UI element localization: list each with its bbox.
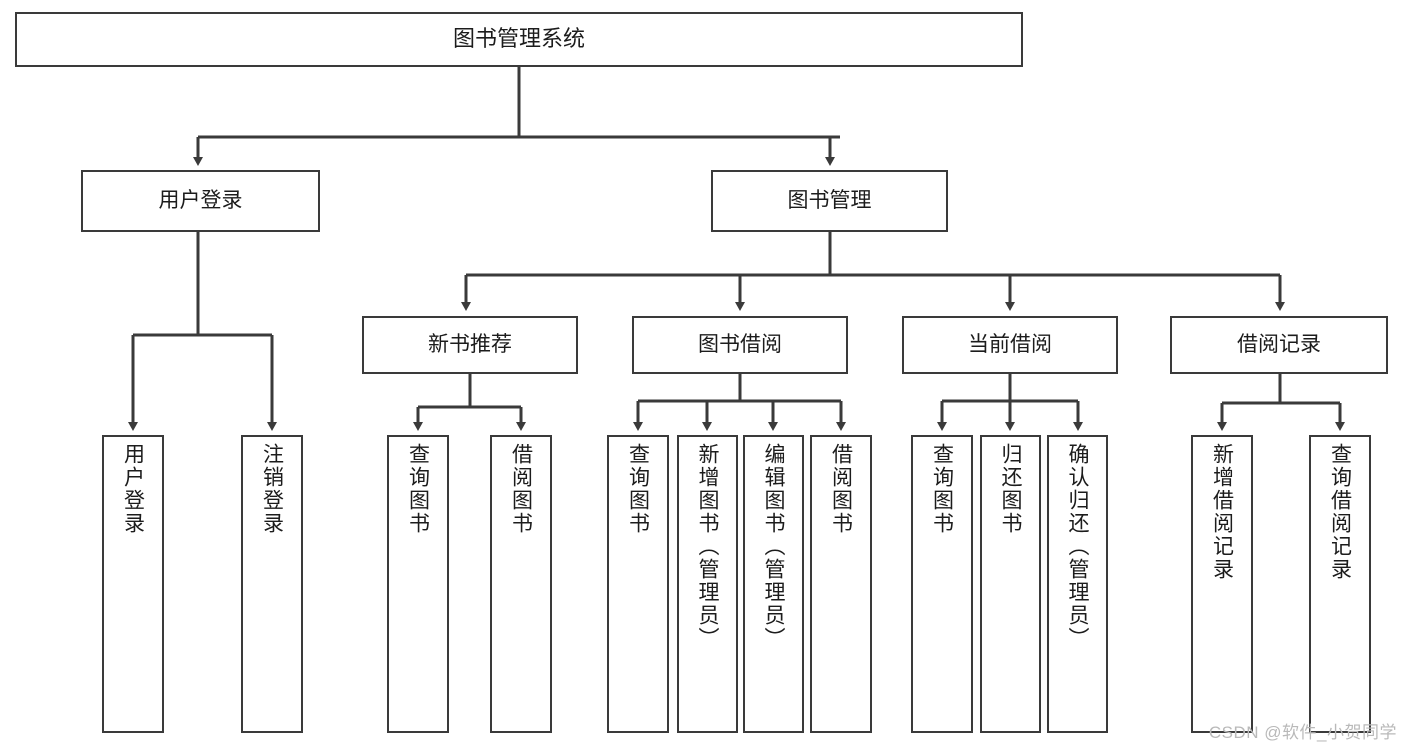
leaf-user-login[interactable]: 用户登录 [102,435,164,733]
node-label: 图书借阅 [698,333,782,357]
leaf-add-book-admin[interactable]: 新增图书（管理员） [677,435,738,733]
node-label: 归还图书 [999,443,1022,535]
node-borrow-records[interactable]: 借阅记录 [1170,316,1388,374]
leaf-return-book[interactable]: 归还图书 [980,435,1041,733]
node-label: 查询图书 [406,443,430,535]
leaf-query-book-borrow[interactable]: 查询图书 [607,435,669,733]
node-label: 确认归还（管理员） [1066,443,1089,650]
node-new-book-recommend[interactable]: 新书推荐 [362,316,578,374]
node-label: 当前借阅 [968,333,1052,357]
node-label: 图书管理 [787,189,872,213]
node-label: 新增借阅记录 [1210,443,1234,581]
node-current-borrow[interactable]: 当前借阅 [902,316,1118,374]
node-label: 新增图书（管理员） [696,443,719,650]
node-root-system[interactable]: 图书管理系统 [15,12,1023,67]
node-label: 注销登录 [260,443,284,535]
leaf-confirm-return-admin[interactable]: 确认归还（管理员） [1047,435,1108,733]
node-book-management[interactable]: 图书管理 [711,170,948,232]
leaf-logout[interactable]: 注销登录 [241,435,303,733]
leaf-add-borrow-record[interactable]: 新增借阅记录 [1191,435,1253,733]
node-user-login[interactable]: 用户登录 [81,170,320,232]
node-label: 编辑图书（管理员） [762,443,785,650]
node-book-borrow[interactable]: 图书借阅 [632,316,848,374]
node-label: 借阅图书 [829,443,853,535]
node-label: 用户登录 [121,443,145,535]
leaf-borrow-book[interactable]: 借阅图书 [810,435,872,733]
leaf-query-borrow-record[interactable]: 查询借阅记录 [1309,435,1371,733]
node-label: 借阅图书 [509,443,533,535]
leaf-query-book-current[interactable]: 查询图书 [911,435,973,733]
node-label: 新书推荐 [428,333,512,357]
node-label: 借阅记录 [1237,333,1321,357]
node-label: 用户登录 [158,189,243,213]
node-label: 查询图书 [930,443,954,535]
leaf-query-book-recommend[interactable]: 查询图书 [387,435,449,733]
watermark: CSDN @软件_小贺同学 [1208,723,1397,742]
node-label: 查询借阅记录 [1328,443,1352,581]
leaf-borrow-book-recommend[interactable]: 借阅图书 [490,435,552,733]
node-label: 图书管理系统 [452,26,585,52]
leaf-edit-book-admin[interactable]: 编辑图书（管理员） [743,435,804,733]
node-label: 查询图书 [626,443,650,535]
